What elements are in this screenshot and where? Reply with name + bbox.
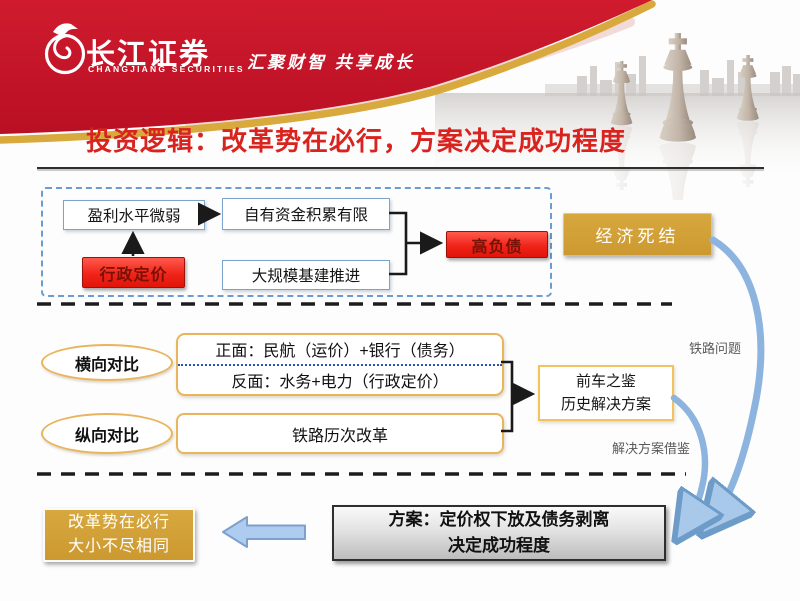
box-weak-profit: 盈利水平微弱 [63,200,205,230]
box-economic-deadlock: 经济死结 [563,213,712,256]
label-solution-reference: 解决方案借鉴 [612,441,691,456]
plan-box: 方案：定价权下放及债务剥离 决定成功程度 [332,505,666,561]
chess-pieces [610,33,759,200]
comparison-positive: 正面：民航（运价）+银行（债务） [178,335,502,366]
brand-tagline: 汇聚财智 共享成长 [247,53,415,72]
oval-vertical-comparison: 纵向对比 [41,413,173,454]
railway-reforms-box: 铁路历次改革 [176,413,504,454]
conclusion-box: 改革势在必行 大小不尽相同 [43,508,195,562]
conclusion-line2: 大小不尽相同 [67,538,170,555]
conclusion-line1: 改革势在必行 [67,514,170,531]
precedent-line2: 历史解决方案 [560,396,651,413]
oval-horizontal-comparison: 横向对比 [41,344,173,381]
railway-reforms-label: 铁路历次改革 [291,427,388,445]
plan-line2: 决定成功程度 [448,536,550,555]
comparison-negative: 反面：水务+电力（行政定价） [231,373,449,391]
skyline-silhouette [545,56,800,96]
block-arrow-left [222,516,306,548]
pink-glow-arc [185,17,635,131]
precedent-box: 前车之鉴 历史解决方案 [538,365,674,421]
box-high-debt: 高负债 [446,231,548,258]
cause-group-frame [41,187,552,297]
box-admin-pricing: 行政定价 [82,257,185,288]
box-infrastructure: 大规模基建推进 [222,260,390,290]
title-divider [37,167,764,169]
comparison-cases-box: 正面：民航（运价）+银行（债务） 反面：水务+电力（行政定价） [176,333,504,396]
precedent-line1: 前车之鉴 [575,373,636,390]
slide-title: 投资逻辑：改革势在必行，方案决定成功程度 [86,126,627,156]
dragon-logo-icon [44,23,86,75]
header-background-art [0,0,800,200]
curve-solution-reference [674,394,705,530]
label-railway-problem: 铁路问题 [689,341,742,356]
plan-line1: 方案：定价权下放及债务剥离 [388,510,610,529]
curve-railway-problem [710,236,765,524]
box-limited-capital: 自有资金积累有限 [222,198,390,230]
brand-name-en: CHANGJIANG SECURITIES [88,64,245,74]
